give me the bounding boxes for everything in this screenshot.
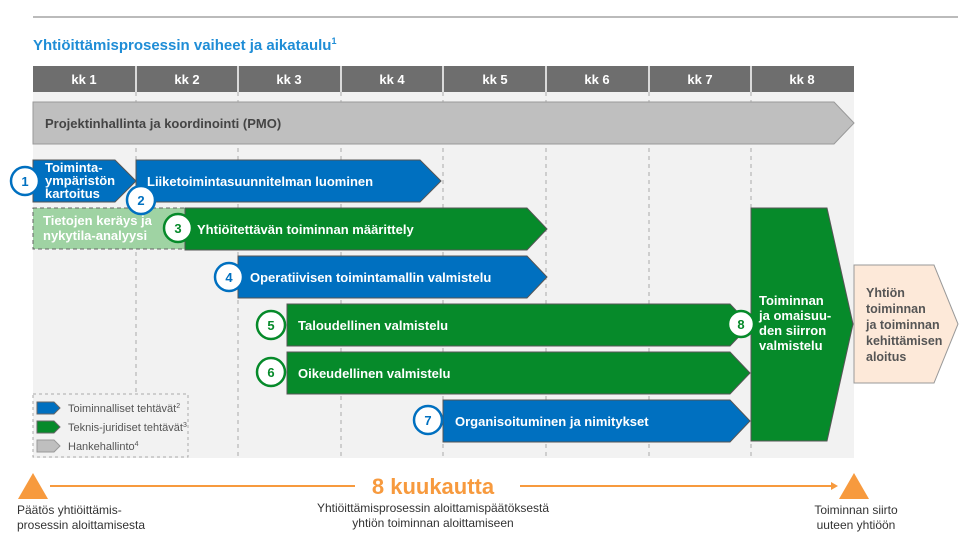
month-3: kk 3 [276, 72, 301, 87]
middle-caption: Yhtiöittämisprosessin aloittamispäätökse… [317, 501, 549, 530]
legend-grey-swatch [36, 439, 61, 453]
legend-blue-swatch [36, 401, 61, 415]
step-5-badge: 5 [255, 309, 287, 341]
svg-text:6: 6 [267, 365, 274, 380]
month-7: kk 7 [687, 72, 712, 87]
step-3-badge: 3 [162, 212, 194, 244]
legend: Toiminnalliset tehtävät2 Teknis-juridise… [32, 393, 189, 458]
month-header: kk 1 kk 2 kk 3 kk 4 kk 5 kk 6 kk 7 kk 8 [33, 66, 854, 92]
step-1-badge: 1 [9, 165, 41, 197]
step-4-badge: 4 [213, 261, 245, 293]
task-2-bar: Liiketoimintasuunnitelman luominen [135, 159, 442, 203]
month-2: kk 2 [174, 72, 199, 87]
month-4: kk 4 [379, 72, 405, 87]
svg-text:Organisoituminen ja nimitykset: Organisoituminen ja nimitykset [455, 414, 649, 429]
legend-item-project-mgmt: Hankehallinto4 [68, 441, 139, 453]
svg-text:Yhtiöitettävän toiminnan määri: Yhtiöitettävän toiminnan määrittely [197, 222, 414, 237]
task-3-bar: Yhtiöitettävän toiminnan määrittely [184, 207, 548, 251]
task-7-bar: Organisoituminen ja nimitykset [442, 399, 751, 443]
svg-text:8: 8 [737, 317, 744, 332]
svg-text:7: 7 [424, 413, 431, 428]
svg-text:4: 4 [225, 270, 233, 285]
legend-item-operational: Toiminnalliset tehtävät2 [68, 403, 180, 415]
legend-item-technical: Teknis-juridiset tehtävät3 [68, 422, 187, 434]
page-title: Yhtiöittämisprosessin vaiheet ja aikatau… [33, 36, 336, 54]
svg-text:3: 3 [174, 221, 181, 236]
svg-text:1: 1 [21, 174, 28, 189]
month-5: kk 5 [482, 72, 507, 87]
svg-text:5: 5 [267, 318, 274, 333]
month-6: kk 6 [584, 72, 609, 87]
month-1: kk 1 [71, 72, 96, 87]
svg-text:Taloudellinen valmistelu: Taloudellinen valmistelu [298, 318, 448, 333]
duration-label: 8 kuukautta [372, 474, 495, 499]
legend-green-swatch [36, 420, 61, 434]
svg-text:Operatiivisen toimintamallin v: Operatiivisen toimintamallin valmistelu [250, 270, 491, 285]
arrow-head-icon [831, 482, 838, 490]
start-caption: Päätös yhtiöittämis-prosessin aloittamis… [17, 503, 145, 532]
step-2-badge: 2 [125, 184, 157, 216]
svg-text:2: 2 [137, 193, 144, 208]
step-6-badge: 6 [255, 356, 287, 388]
step-badges: 1 2 3 4 5 6 7 8 [9, 165, 756, 436]
svg-text:Projektinhallinta ja koordinoi: Projektinhallinta ja koordinointi (PMO) [45, 116, 281, 131]
end-milestone-icon [839, 473, 869, 499]
start-milestone-icon [18, 473, 48, 499]
month-8: kk 8 [789, 72, 814, 87]
step-8-badge: 8 [726, 309, 756, 339]
timeline: 8 kuukautta Päätös yhtiöittämis-prosessi… [17, 473, 898, 532]
svg-text:Oikeudellinen valmistelu: Oikeudellinen valmistelu [298, 366, 450, 381]
task-4-bar: Operatiivisen toimintamallin valmistelu [237, 255, 548, 299]
task-5-bar: Taloudellinen valmistelu [286, 303, 751, 347]
pmo-bar: Projektinhallinta ja koordinointi (PMO) [32, 101, 855, 145]
step-7-badge: 7 [412, 404, 444, 436]
task-6-bar: Oikeudellinen valmistelu [286, 351, 751, 395]
svg-text:Liiketoimintasuunnitelman luom: Liiketoimintasuunnitelman luominen [147, 174, 373, 189]
